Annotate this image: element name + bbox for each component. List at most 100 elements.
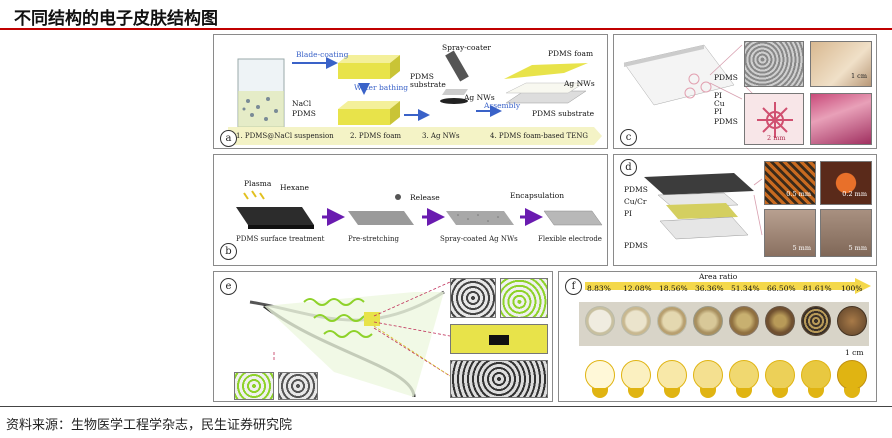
sem-image-c1 — [744, 41, 804, 87]
label-c-pdms-top: PDMS — [714, 73, 738, 82]
stand-4 — [700, 388, 716, 398]
scale-c-2mm: 2 mm — [767, 134, 786, 142]
pad-center — [489, 335, 509, 345]
image-e-serpentine-1 — [450, 278, 496, 318]
title-underline — [0, 28, 892, 30]
panel-f-title: Area ratio — [699, 272, 738, 281]
label-d-pdms-bottom: PDMS — [624, 241, 648, 250]
label-d-pi: PI — [624, 209, 633, 218]
panel-b: Plasma Hexane Release Encapsulation PDMS… — [213, 154, 608, 266]
step-a-2: 2. PDMS foam — [350, 132, 402, 140]
coin-photo-1 — [585, 306, 615, 336]
scale-d-05mm: 0.5 mm — [786, 190, 811, 198]
scale-c-1cm: 1 cm — [850, 72, 867, 80]
label-water-bathing: Water bathing — [354, 83, 409, 92]
panel-d-illustration — [644, 173, 763, 240]
panel-b-label: b — [220, 243, 237, 260]
coin-diagram-4 — [693, 360, 723, 390]
panel-e: e — [213, 271, 553, 402]
photo-c-device: 1 cm — [810, 41, 872, 87]
panel-f-arrow — [585, 278, 871, 294]
source-divider — [0, 406, 892, 407]
image-e-pad — [450, 324, 548, 354]
scale-d-02mm: 0.2 mm — [842, 190, 867, 198]
label-blade-coating: Blade-coating — [296, 50, 349, 59]
stand-3 — [664, 388, 680, 398]
step-b-3: Spray-coated Ag NWs — [440, 235, 518, 243]
label-spray-coater: Spray-coater — [442, 43, 491, 52]
image-e-green-mesh — [234, 372, 274, 400]
panel-e-label: e — [220, 278, 237, 295]
label-d-pdms-top: PDMS — [624, 185, 648, 194]
stand-2 — [628, 388, 644, 398]
panel-d-label: d — [620, 159, 637, 176]
ratio-4: 36.36% — [695, 284, 724, 293]
panel-f: Area ratio 8.83% 12.08% 18.56% 36.36% 51… — [558, 271, 877, 402]
coin-photo-7 — [801, 306, 831, 336]
coin-diagram-5 — [729, 360, 759, 390]
coin-photo-3 — [657, 306, 687, 336]
page-title: 不同结构的电子皮肤结构图 — [14, 9, 218, 29]
stand-7 — [808, 388, 824, 398]
step-a-1: 1. PDMS@NaCl suspension — [236, 132, 334, 140]
stand-6 — [772, 388, 788, 398]
label-c-pi-2: PI — [714, 107, 723, 116]
panel-d: 0.5 mm 0.2 mm 5 mm 5 mm PDMS Cu/Cr PI PD… — [613, 154, 877, 266]
source-note: 资料来源：生物医学工程学杂志，民生证券研究院 — [6, 418, 293, 433]
ratio-1: 8.83% — [587, 284, 611, 293]
photo-d-orange-disc: 0.2 mm — [820, 161, 872, 205]
step-a-3: 3. Ag NWs — [422, 132, 460, 140]
photo-d-orange-mesh: 0.5 mm — [764, 161, 816, 205]
coin-diagram-1 — [585, 360, 615, 390]
step-b-1: PDMS surface treatment — [236, 235, 325, 243]
coin-photo-5 — [729, 306, 759, 336]
ratio-6: 66.50% — [767, 284, 796, 293]
label-hexane: Hexane — [280, 183, 309, 192]
coin-photo-8 — [837, 306, 867, 336]
label-d-cucr: Cu/Cr — [624, 197, 647, 206]
panel-c-illustration — [623, 44, 759, 106]
scale-f-1cm: 1 cm — [845, 348, 864, 357]
image-e-gray-mesh — [278, 372, 318, 400]
coin-diagram-2 — [621, 360, 651, 390]
label-assembly: Assembly — [484, 101, 521, 110]
label-pdms-substrate-mid: PDMS substrate — [410, 72, 446, 89]
panel-b-illustration — [236, 190, 603, 229]
label-pdms-substrate-right: PDMS substrate — [532, 109, 595, 118]
coin-diagram-7 — [801, 360, 831, 390]
scale-d-5mm-a: 5 mm — [792, 244, 811, 252]
ratio-8: 100% — [841, 284, 863, 293]
label-c-cu: Cu — [714, 99, 725, 108]
panel-a-illustration — [228, 50, 602, 145]
photo-c-pattern: 2 mm — [744, 93, 804, 145]
ratio-2: 12.08% — [623, 284, 652, 293]
scale-d-5mm-b: 5 mm — [848, 244, 867, 252]
step-a-4: 4. PDMS foam-based TENG — [490, 132, 588, 140]
ratio-5: 51.34% — [731, 284, 760, 293]
coin-diagram-8 — [837, 360, 867, 390]
coin-photo-2 — [621, 306, 651, 336]
image-e-serpentine-2 — [500, 278, 548, 318]
step-b-4: Flexible electrode — [538, 235, 602, 243]
label-pdms-beaker: PDMS — [292, 109, 316, 118]
image-e-electrodes — [450, 360, 548, 398]
label-c-pdms-bottom: PDMS — [714, 117, 738, 126]
ratio-7: 81.61% — [803, 284, 832, 293]
coin-photo-4 — [693, 306, 723, 336]
label-release: Release — [410, 193, 440, 202]
photo-d-skin-1: 5 mm — [764, 209, 816, 257]
panel-e-illustration — [249, 281, 451, 398]
label-c-pi-1: PI — [714, 91, 723, 100]
stand-8 — [844, 388, 860, 398]
panel-f-label: f — [565, 278, 582, 295]
label-encapsulation: Encapsulation — [510, 191, 565, 200]
label-ag-nws-mid: Ag NWs — [464, 93, 495, 102]
ratio-3: 18.56% — [659, 284, 688, 293]
coin-diagram-3 — [657, 360, 687, 390]
photo-c-skin — [810, 93, 872, 145]
coin-diagram-6 — [765, 360, 795, 390]
panel-c: 1 cm 2 mm PDMS PI Cu PI PDMS c — [613, 34, 877, 149]
stand-5 — [736, 388, 752, 398]
panel-c-label: c — [620, 129, 637, 146]
label-ag-nws-right: Ag NWs — [564, 79, 595, 88]
